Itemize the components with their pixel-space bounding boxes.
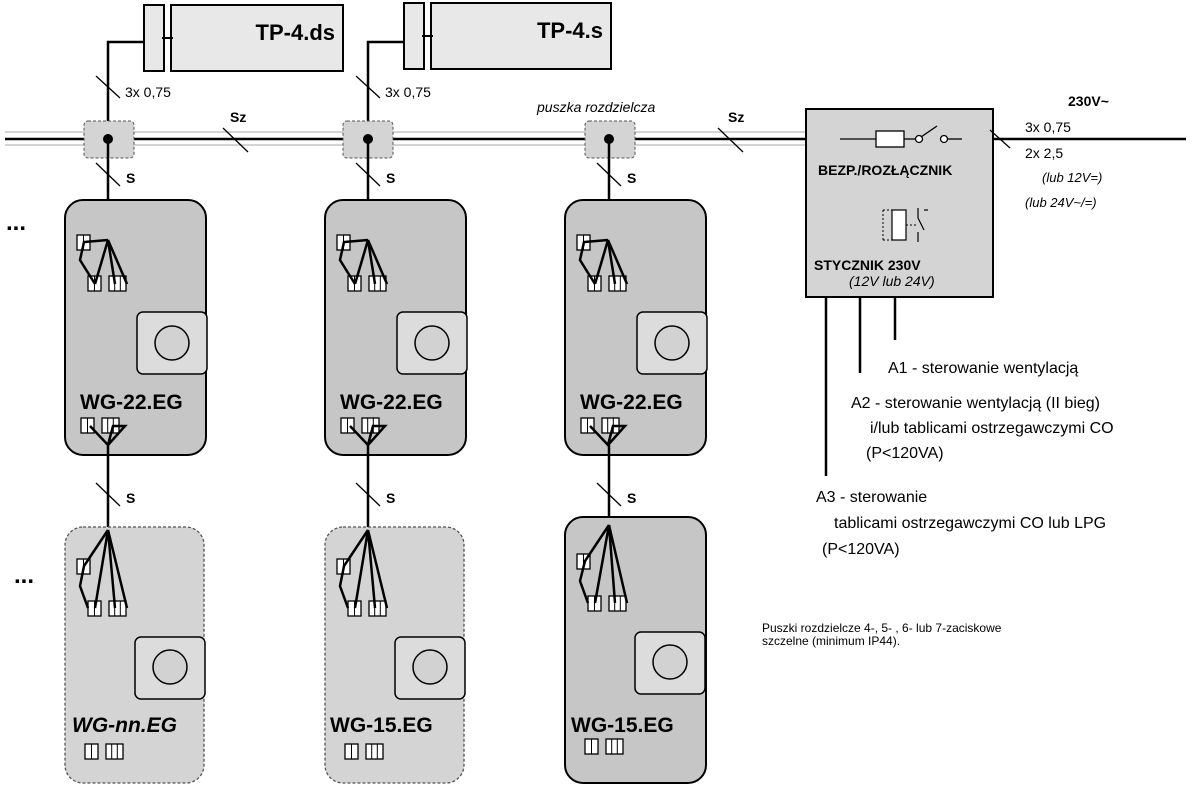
output-a3-line3: (P<120VA) [822, 541, 900, 558]
cable-label-1: 3x 0,75 [125, 84, 171, 100]
signal-label-1: S [126, 170, 135, 186]
note-line1: Puszki rozdzielcze 4-, 5- , 6- lub 7-zac… [762, 621, 1002, 635]
detector-r1c2: WG-22.EG [324, 199, 467, 456]
junction-box-label: puszka rozdzielcza [536, 99, 655, 115]
sensor-tp4s: TP-4.s [403, 2, 612, 70]
output-a2-line1: A2 - sterowanie wentylacją (II bieg) [851, 395, 1100, 412]
contactor-label: STYCZNIK 230V [814, 257, 921, 273]
sensor-label-tp4s: TP-4.s [537, 18, 603, 43]
power-cable-a: 3x 0,75 [1025, 119, 1071, 135]
output-a2-line2: i/lub tablicami ostrzegawczymi CO [870, 420, 1114, 437]
signal-label-5: S [386, 490, 395, 506]
power-alt-24v: (lub 24V~/=) [1025, 195, 1097, 210]
sensor-cable-2 [366, 40, 404, 140]
voltage-label: 230V~ [1068, 93, 1109, 109]
output-a3-line1: A3 - sterowanie [816, 489, 927, 506]
detector-label-r2c3: WG-15.EG [571, 714, 674, 737]
signal-label-4: S [126, 490, 135, 506]
detector-r1c1: WG-22.EG [64, 199, 207, 456]
detector-label-r2c1: WG-nn.EG [72, 714, 177, 737]
detector-r1c3: WG-22.EG [564, 199, 707, 456]
output-a3-line2: tablicami ostrzegawczymi CO lub LPG [834, 515, 1106, 532]
bus-label-2: Sz [728, 109, 744, 125]
detector-r2c3: WG-15.EG [564, 516, 707, 784]
bus-line [5, 131, 806, 146]
note-line2: szczelne (minimum IP44). [762, 634, 900, 648]
breaker-label: BEZP./ROZŁĄCZNIK [818, 162, 952, 178]
sensor-tp4ds: TP-4.ds [143, 4, 344, 72]
contactor-alt-label: (12V lub 24V) [849, 273, 935, 289]
signal-label-3: S [627, 170, 636, 186]
detector-label-r1c2: WG-22.EG [340, 391, 443, 414]
detector-r2c1: WG-nn.EG [64, 526, 205, 784]
control-box: BEZP./ROZŁĄCZNIK STYCZNIK 230V (12V lub … [805, 108, 994, 298]
output-a2-line3: (P<120VA) [866, 445, 944, 462]
bus-label-1: Sz [230, 109, 246, 125]
detector-label-r2c2: WG-15.EG [330, 714, 433, 737]
detector-label-r1c3: WG-22.EG [580, 391, 683, 414]
ellipsis-row1: ... [6, 209, 26, 236]
ellipsis-row2: ... [14, 562, 34, 589]
power-alt-12v: (lub 12V=) [1042, 170, 1102, 185]
signal-label-6: S [627, 490, 636, 506]
sensor-label-tp4ds: TP-4.ds [256, 20, 335, 45]
cable-label-2: 3x 0,75 [385, 84, 431, 100]
detector-r2c2: WG-15.EG [324, 526, 465, 784]
signal-label-2: S [386, 170, 395, 186]
detector-label-r1c1: WG-22.EG [80, 391, 183, 414]
power-cable-b: 2x 2,5 [1025, 145, 1063, 161]
sensor-cable-1 [106, 40, 144, 140]
output-a1: A1 - sterowanie wentylacją [888, 360, 1078, 377]
